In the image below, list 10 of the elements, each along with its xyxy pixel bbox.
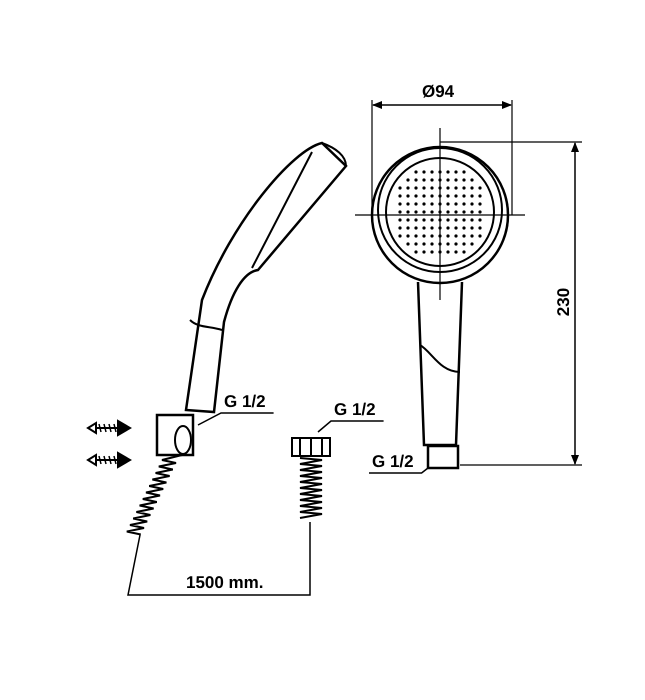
thread-size-label: G 1/2 <box>224 392 266 412</box>
leader-line <box>369 467 428 474</box>
thread-size-label: G 1/2 <box>334 400 376 420</box>
dimension-label: Ø94 <box>422 82 454 102</box>
leader-line <box>198 412 274 426</box>
thread-size-label: G 1/2 <box>372 452 414 472</box>
leader-line <box>318 420 384 433</box>
dimension-label: 230 <box>554 288 574 316</box>
dimension-label: 1500 mm. <box>186 573 264 593</box>
hose-nut <box>426 444 460 470</box>
